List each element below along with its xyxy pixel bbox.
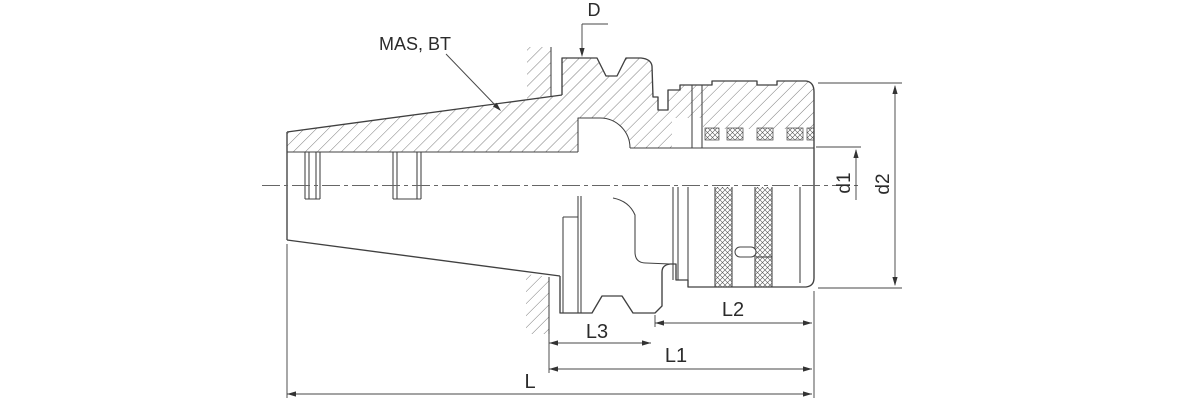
dim-overall-length: L — [287, 371, 812, 397]
internal-thread-band — [703, 127, 815, 148]
dim-l1: L1 — [549, 345, 812, 372]
taper-shank-section-fill — [287, 95, 562, 152]
thread-segment — [806, 127, 815, 141]
knurl-band-right — [755, 187, 772, 287]
dimension-extension-lines — [286, 82, 902, 398]
dim-label-d1: d1 — [834, 172, 855, 193]
dim-d2: d2 — [873, 85, 898, 286]
dim-label-l3: L3 — [586, 321, 608, 343]
callout-label-d: D — [588, 0, 601, 20]
dim-label-d2: d2 — [873, 173, 894, 194]
dim-label-l: L — [524, 371, 535, 393]
dim-d1: d1 — [834, 149, 859, 200]
dim-l3: L3 — [549, 321, 651, 346]
spindle-wall-lower-fill — [526, 274, 549, 334]
dim-label-l1: L1 — [665, 345, 687, 367]
thread-segment — [756, 127, 774, 141]
knurled-bands — [715, 187, 772, 287]
callout-taper-standard: MAS, BT — [379, 34, 501, 111]
knurl-band-left — [715, 187, 732, 287]
spindle-wall-upper-fill — [527, 47, 551, 99]
thread-segment — [704, 127, 720, 141]
thread-segment — [786, 127, 804, 141]
flange-and-body-outline — [559, 57, 815, 314]
callout-label-mas-bt: MAS, BT — [379, 34, 451, 54]
callout-flange-diameter: D — [579, 0, 608, 57]
dim-l2: L2 — [655, 299, 812, 326]
taper-shank-outline — [286, 94, 578, 277]
dim-label-l2: L2 — [722, 299, 744, 321]
thread-segment — [726, 127, 744, 141]
drive-slot — [734, 246, 757, 258]
